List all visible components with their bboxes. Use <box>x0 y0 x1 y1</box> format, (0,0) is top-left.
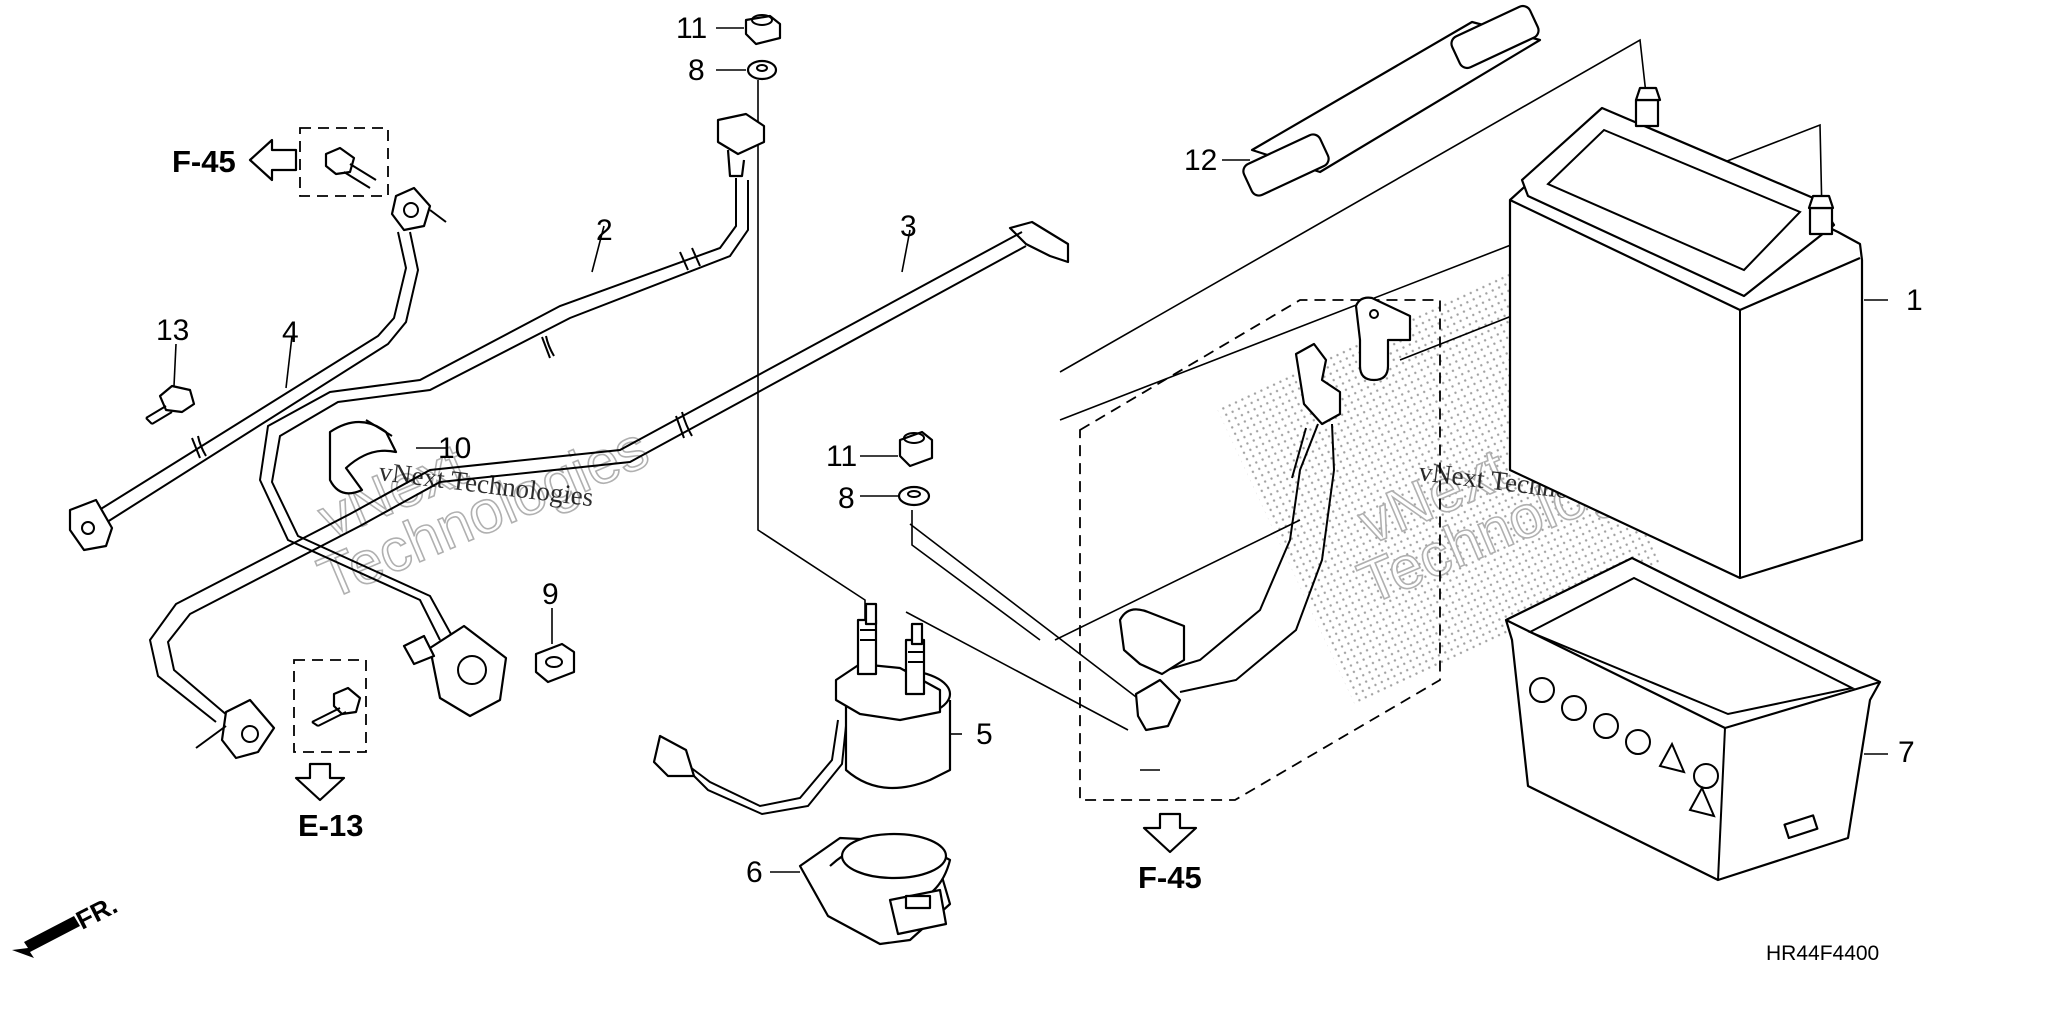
callout-10: 10 <box>438 432 471 465</box>
ground-cable[interactable] <box>68 186 447 552</box>
warning-triangle-icon <box>1688 785 1716 818</box>
cable-break-mark <box>191 437 201 459</box>
cable-band[interactable] <box>328 419 398 495</box>
terminal-cover <box>1118 608 1186 676</box>
nut-mid[interactable] <box>898 430 934 468</box>
cable-clip <box>1008 220 1070 264</box>
bolt-e13[interactable] <box>293 659 367 753</box>
ref-f45-label: F-45 <box>172 144 236 179</box>
arrow-down-icon <box>294 762 346 802</box>
dashed-group-box <box>1079 299 1441 801</box>
ring-terminal <box>220 698 276 760</box>
dashed-ref-box <box>293 659 367 753</box>
callout-3: 3 <box>900 210 917 243</box>
callout-12: 12 <box>1184 144 1217 177</box>
warning-triangle-icon <box>1658 741 1686 774</box>
callout-1: 1 <box>1906 284 1923 317</box>
battery-terminal-positive <box>1807 194 1835 236</box>
cable-boot <box>716 112 766 156</box>
cable-terminal <box>428 624 508 718</box>
watermark-right: vNext Technologies vNext Technologies <box>1216 263 1698 707</box>
battery-box[interactable] <box>1504 556 1882 882</box>
recycle-circle-icon <box>1693 763 1719 789</box>
battery-cable[interactable] <box>148 220 1070 760</box>
recycle-circle-icon <box>1593 713 1619 739</box>
callout-2: 2 <box>596 214 613 247</box>
ref-f45-left[interactable]: F-45 <box>172 138 298 182</box>
solenoid-mount[interactable] <box>798 832 952 946</box>
starter-cable[interactable] <box>258 112 766 718</box>
cable-group[interactable] <box>1118 296 1412 732</box>
solenoid-terminal <box>904 638 926 696</box>
battery-terminal-negative <box>1634 86 1662 128</box>
callout-13: 13 <box>156 314 189 347</box>
washer-top[interactable] <box>746 59 778 81</box>
ring-terminal <box>1134 678 1182 732</box>
battery-cover <box>1520 106 1836 298</box>
diagram-code: HR44F4400 <box>1766 942 1879 965</box>
terminal-cover <box>1354 296 1412 382</box>
bolt-f45[interactable] <box>299 127 389 197</box>
front-indicator: FR. <box>12 890 122 958</box>
arrow-left-icon <box>248 138 298 182</box>
callout-5: 5 <box>976 718 993 751</box>
callout-7: 7 <box>1898 736 1915 769</box>
washer-mid[interactable] <box>897 485 931 507</box>
callout-6: 6 <box>746 856 763 889</box>
recycle-circle-icon <box>1561 695 1587 721</box>
callout-11-top: 11 <box>676 12 707 45</box>
ring-terminal <box>390 186 432 232</box>
nut-top[interactable] <box>744 14 782 46</box>
battery-strap[interactable] <box>1241 3 1542 198</box>
battery[interactable] <box>1508 86 1864 580</box>
ref-e13-label: E-13 <box>298 808 363 843</box>
front-label: FR. <box>71 890 122 936</box>
ref-f45-bottom-label: F-45 <box>1138 860 1202 895</box>
callout-numbers: 1 2 3 4 5 6 7 8 8 9 10 11 11 12 13 <box>156 12 1923 889</box>
ref-e13[interactable]: E-13 <box>294 762 363 843</box>
ring-terminal <box>68 498 114 552</box>
dashed-ref-box <box>299 127 389 197</box>
box-slot <box>1783 814 1819 840</box>
terminal-bracket <box>1294 342 1342 426</box>
arrow-down-icon <box>1142 812 1198 854</box>
recycle-circle-icon <box>1625 729 1651 755</box>
callout-11-mid: 11 <box>826 440 857 473</box>
connector <box>652 734 696 778</box>
recycle-circle-icon <box>1529 677 1555 703</box>
cable-break-mark <box>541 336 551 359</box>
starter-solenoid[interactable] <box>652 602 952 816</box>
front-arrow-icon <box>12 916 80 958</box>
solenoid-terminal <box>856 618 878 676</box>
bolt-13[interactable] <box>145 384 196 425</box>
ref-f45-bottom[interactable]: F-45 <box>1138 812 1202 895</box>
callout-leaders <box>173 27 1888 873</box>
callout-9: 9 <box>542 578 559 611</box>
cable-break-mark <box>675 415 685 439</box>
grommet[interactable] <box>534 642 576 684</box>
callout-4: 4 <box>282 316 299 349</box>
callout-8-top: 8 <box>688 54 705 87</box>
callout-8-mid: 8 <box>838 482 855 515</box>
